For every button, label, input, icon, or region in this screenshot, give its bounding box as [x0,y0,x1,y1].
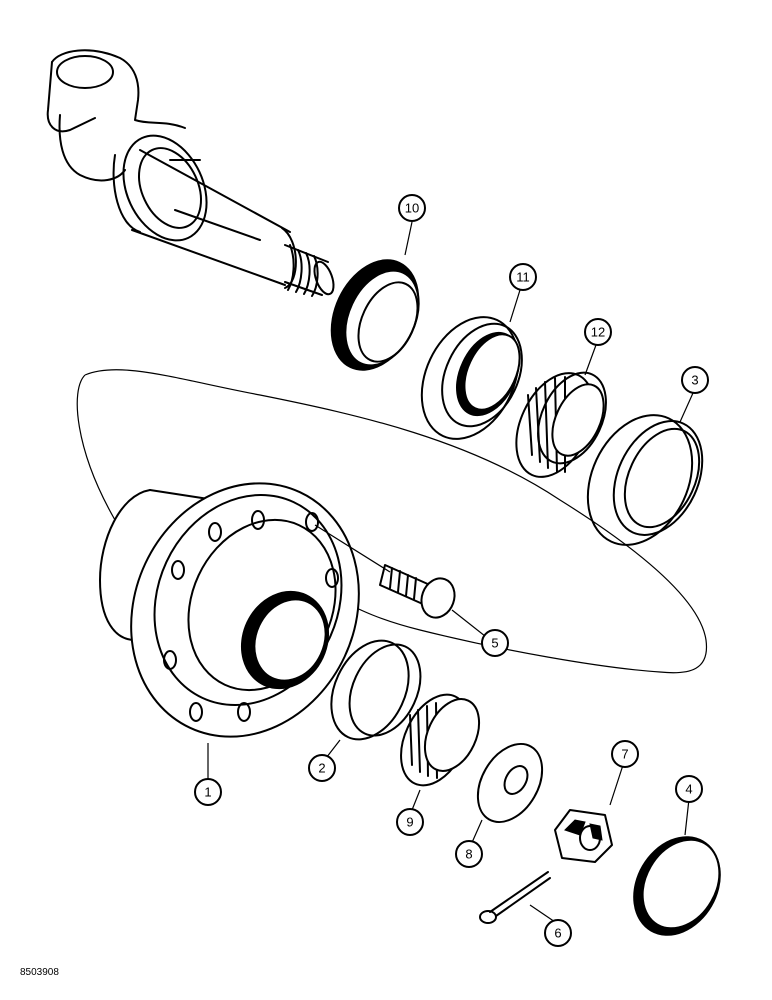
svg-text:5: 5 [491,636,498,651]
washer-part-8 [476,743,544,823]
svg-text:6: 6 [554,926,561,941]
hub-part-1 [99,482,360,738]
callout-10: 10 [398,194,426,222]
seal-ring-part-11 [420,316,523,440]
svg-text:9: 9 [406,815,413,830]
bearing-cone-part-12 [515,371,607,478]
svg-text:4: 4 [685,782,692,797]
cotter-pin-part-6 [479,871,551,924]
dust-cap-part-4 [633,836,721,936]
callout-2: 2 [308,754,336,782]
callout-5: 5 [481,629,509,657]
callout-9: 9 [396,808,424,836]
svg-text:8: 8 [465,847,472,862]
assembly-loop-line [84,369,708,674]
seal-part-10 [330,259,420,371]
bearing-cup-part-2 [330,639,422,741]
svg-text:7: 7 [621,747,628,762]
figure-code: 8503908 [20,967,59,978]
callout-12: 12 [584,318,612,346]
callout-11: 11 [509,263,537,291]
svg-text:2: 2 [318,761,325,776]
callout-7: 7 [611,740,639,768]
callout-8: 8 [455,840,483,868]
callout-6: 6 [544,919,572,947]
svg-text:12: 12 [591,325,605,340]
svg-text:11: 11 [516,270,530,285]
axle-spindle [46,49,335,297]
bearing-cone-part-9 [400,693,481,787]
castle-nut-part-7 [554,809,613,863]
wheel-bolt-part-5 [314,524,456,619]
bearing-cup-part-3 [586,414,704,546]
callout-3: 3 [681,366,709,394]
svg-text:10: 10 [405,201,419,216]
svg-text:1: 1 [204,785,211,800]
callout-1: 1 [194,778,222,806]
svg-text:3: 3 [691,373,698,388]
callout-4: 4 [675,775,703,803]
